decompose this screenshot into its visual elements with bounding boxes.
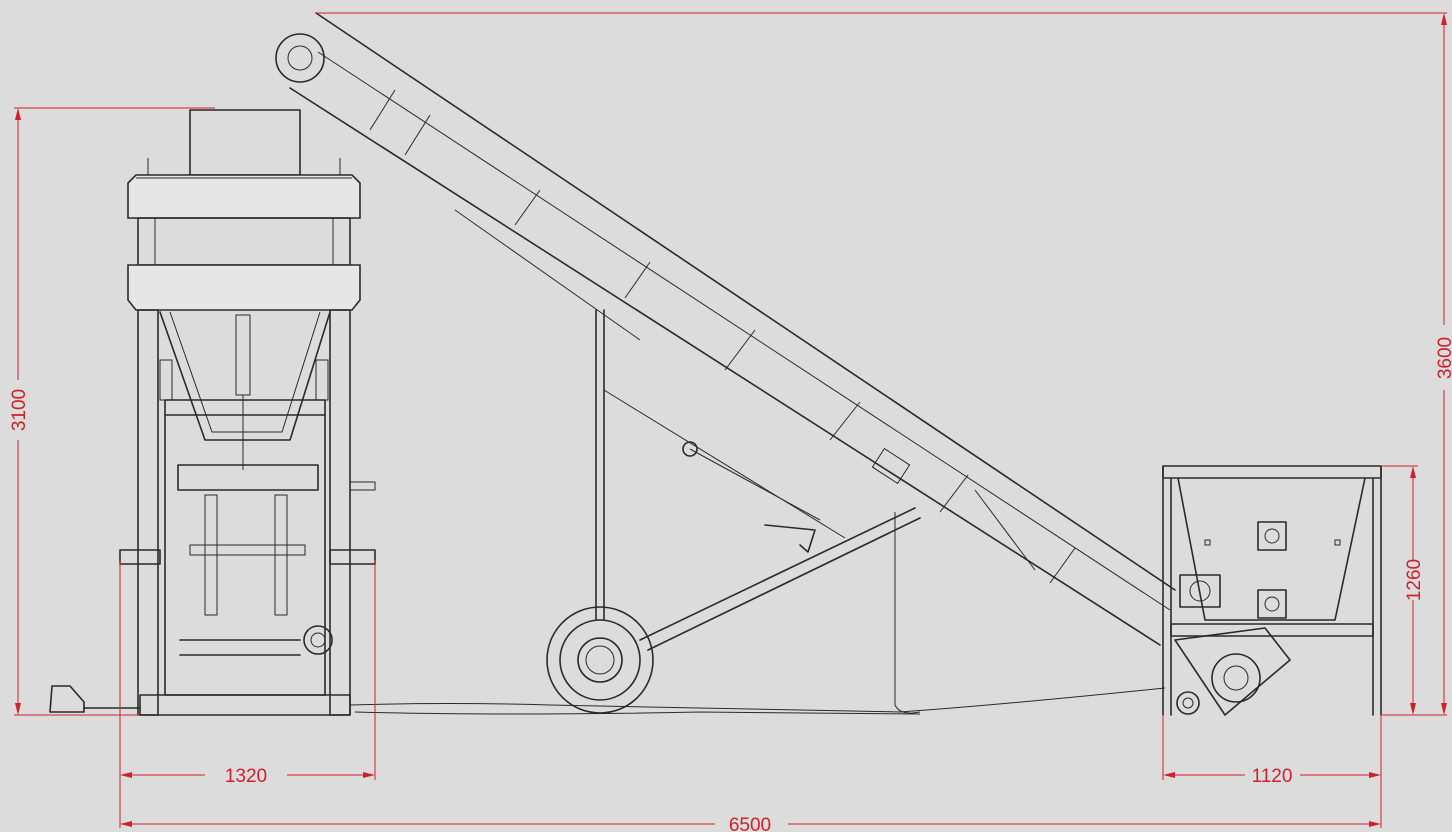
block-machine [49, 109, 376, 716]
dimension-lines: 3100 3600 1260 1320 1120 6500 [9, 12, 1452, 832]
dim-label-hopper-height: 1260 [1404, 559, 1425, 601]
dim-label-machine-width: 1320 [225, 766, 267, 787]
dim-label-hopper-width: 1120 [1252, 766, 1293, 787]
dim-label-conveyor-height: 3600 [1435, 337, 1452, 379]
belt-conveyor [275, 12, 1291, 716]
dim-label-overall-height: 3100 [9, 389, 30, 431]
feed-hopper [1162, 465, 1382, 716]
dim-label-total-length: 6500 [729, 815, 771, 832]
